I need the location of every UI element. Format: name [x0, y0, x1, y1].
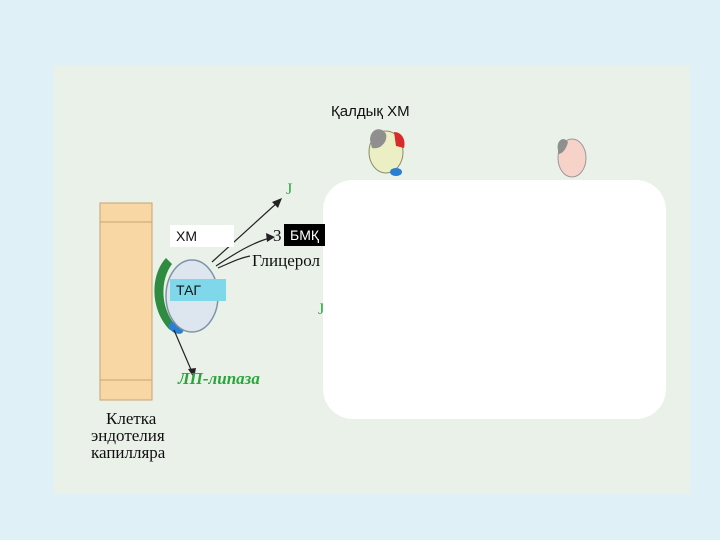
content-overlay — [323, 180, 666, 419]
bmk-label: БМҚ — [284, 224, 325, 246]
lp-lipase-label: ЛП-липаза — [178, 369, 260, 389]
residual-chylomicron-label: Қалдық ХМ — [331, 103, 410, 120]
endothelial-cell — [100, 203, 152, 400]
lipoprotein-particle-right — [558, 139, 586, 177]
endothelium-label-line3: капилляра — [91, 443, 165, 463]
residual-chylomicron-particle — [369, 129, 405, 176]
digit-three: 3 — [273, 226, 282, 246]
chylomicron-label: ХМ — [170, 225, 234, 247]
tag-label: ТАГ — [170, 279, 226, 301]
glycerol-label: Глицерол — [252, 251, 320, 271]
partial-glyph-top: J — [286, 181, 292, 198]
